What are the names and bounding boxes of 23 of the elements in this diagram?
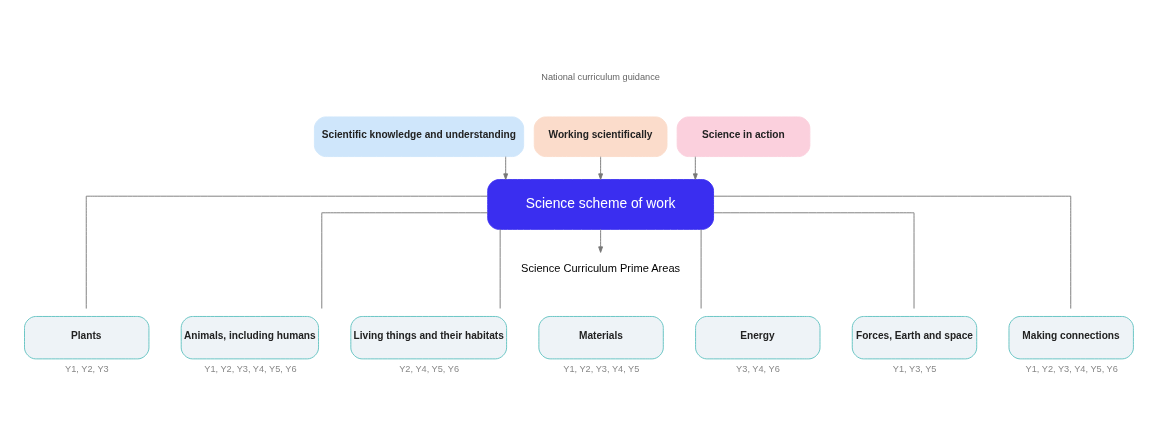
connector xyxy=(321,212,489,309)
node-box: Science scheme of work xyxy=(487,179,714,230)
node-box: Scientific knowledge and understanding xyxy=(313,116,525,157)
node-label: Y1, Y2, Y3, Y4, Y5, Y6 xyxy=(204,363,297,374)
node-label: Y3, Y4, Y6 xyxy=(736,363,780,374)
arrow xyxy=(692,156,698,180)
arrow xyxy=(598,229,603,253)
label: National curriculum guidance xyxy=(541,71,660,82)
connector xyxy=(713,195,1072,310)
node-label: Y2, Y4, Y5, Y6 xyxy=(399,363,460,374)
node-label: Y1, Y2, Y3 xyxy=(65,363,109,374)
node-label: Y1, Y2, Y3, Y4, Y5 xyxy=(563,363,640,374)
connector xyxy=(85,195,488,310)
node-label: Y1, Y3, Y5 xyxy=(892,363,937,374)
arrow xyxy=(598,156,603,180)
connector xyxy=(499,229,501,309)
node-box: Working scientifically xyxy=(533,116,668,157)
connector xyxy=(713,212,915,309)
node-box: Science in action xyxy=(676,116,811,157)
arrow xyxy=(503,156,509,180)
node-text: Science Curriculum Prime Areas xyxy=(521,261,681,274)
node-label: Y1, Y2, Y3, Y4, Y5, Y6 xyxy=(1025,363,1118,374)
connector xyxy=(700,229,702,309)
